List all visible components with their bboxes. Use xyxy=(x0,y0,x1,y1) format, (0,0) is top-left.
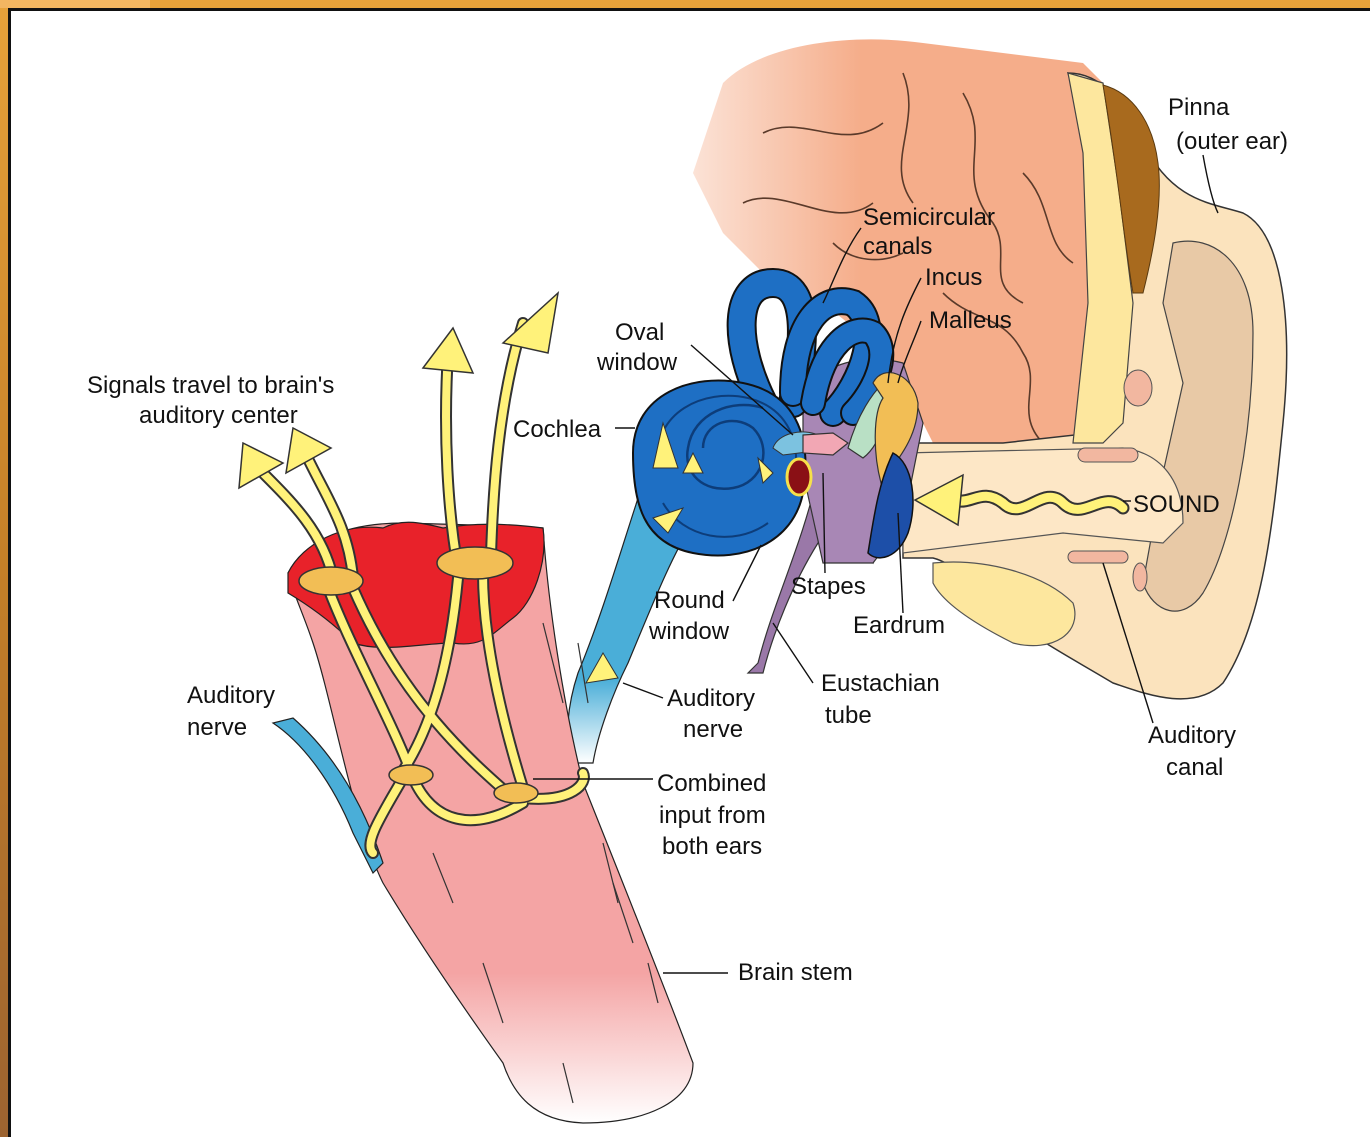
label-auditory-nerve-mid-2: nerve xyxy=(683,716,743,743)
label-combined: Combined xyxy=(657,770,766,797)
label-signals-2: auditory center xyxy=(139,402,298,429)
label-auditory-nerve-mid: Auditory xyxy=(667,685,755,712)
label-semicircular-2: canals xyxy=(863,233,932,260)
frame-corner-accent xyxy=(0,0,150,8)
label-brain-stem: Brain stem xyxy=(738,959,853,986)
label-oval-window: Oval xyxy=(615,319,664,346)
label-pinna: Pinna xyxy=(1168,94,1230,121)
ear-diagram: Pinna (outer ear) Semicircular canals In… xyxy=(11,11,1370,1137)
canal-lump-3 xyxy=(1068,551,1128,563)
label-auditory-canal: Auditory xyxy=(1148,722,1236,749)
label-cochlea: Cochlea xyxy=(513,416,602,443)
label-malleus: Malleus xyxy=(929,307,1012,334)
diagram-panel: Pinna (outer ear) Semicircular canals In… xyxy=(8,8,1370,1137)
label-eustachian: Eustachian xyxy=(821,670,940,697)
label-eustachian-2: tube xyxy=(825,702,872,729)
label-combined-2: input from xyxy=(659,802,766,829)
canal-lump-2 xyxy=(1078,448,1138,462)
label-round-window: Round xyxy=(654,587,725,614)
label-sound: SOUND xyxy=(1133,491,1220,518)
label-stapes: Stapes xyxy=(791,573,866,600)
label-signals: Signals travel to brain's xyxy=(87,372,334,399)
label-oval-window-2: window xyxy=(596,349,678,376)
label-eardrum: Eardrum xyxy=(853,612,945,639)
label-round-window-2: window xyxy=(648,618,730,645)
label-pinna-2: (outer ear) xyxy=(1176,128,1288,155)
round-window xyxy=(787,459,811,495)
label-auditory-nerve-left: Auditory xyxy=(187,682,275,709)
label-semicircular: Semicircular xyxy=(863,204,995,231)
canal-lump-1 xyxy=(1124,370,1152,406)
canal-lump-4 xyxy=(1133,563,1147,591)
label-auditory-canal-2: canal xyxy=(1166,754,1223,781)
label-combined-3: both ears xyxy=(662,833,762,860)
label-incus: Incus xyxy=(925,264,982,291)
label-auditory-nerve-left-2: nerve xyxy=(187,714,247,741)
